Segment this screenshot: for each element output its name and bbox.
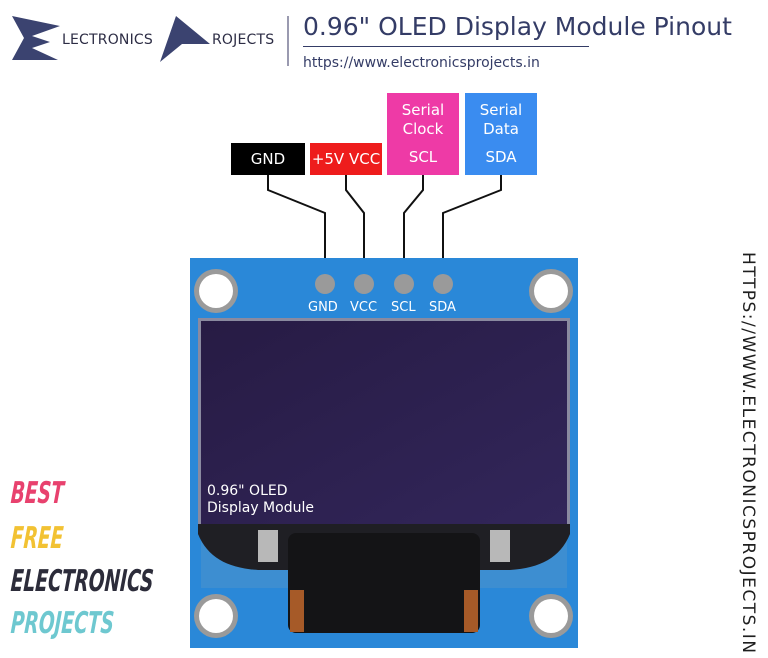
sda-label-line2: Data (483, 120, 519, 138)
scl-label-line1: Serial (401, 101, 445, 119)
logo-word-projects: ROJECTS (212, 32, 275, 48)
board-pin-label-sda: SDA (429, 300, 456, 315)
electronics-logo-e-icon (12, 16, 60, 60)
flex-contact-right (464, 590, 478, 632)
side-url-vertical: HTTPS://WWW.ELECTRONICSPROJECTS.IN (738, 252, 758, 655)
oled-board (190, 258, 578, 648)
screen-text-line1: 0.96" OLED (207, 483, 288, 499)
gnd-label-text: GND (250, 149, 286, 168)
vcc-label-box: +5V VCC (310, 143, 382, 175)
scl-leader-line (403, 175, 424, 275)
board-pin-label-gnd: GND (308, 300, 338, 315)
badge-word-electronics: ELECTRONICS (9, 564, 155, 599)
sda-leader-line (442, 175, 502, 275)
oled-screen (201, 321, 567, 527)
board-pin-label-vcc: VCC (350, 300, 378, 315)
mounting-hole-top-right (529, 269, 573, 313)
vcc-label-text: +5V VCC (311, 149, 381, 168)
sda-label-line3: SDA (485, 148, 517, 166)
pin-pad-scl (394, 274, 414, 294)
badge-word-free: FREE (9, 521, 65, 556)
gnd-leader-line (267, 175, 326, 275)
pin-pad-sda (433, 274, 453, 294)
flex-tab-right (490, 530, 510, 562)
flex-cable-tail (288, 533, 480, 633)
title-underline (303, 46, 589, 47)
sda-label-line1: Serial (479, 101, 523, 119)
vcc-leader-line (345, 175, 365, 275)
site-url: https://www.electronicsprojects.in (303, 55, 540, 71)
scl-label-box: Serial Clock SCL (387, 93, 459, 175)
pin-pad-gnd (315, 274, 335, 294)
mounting-hole-bottom-right (529, 594, 573, 638)
logo-word-electronics: LECTRONICS (62, 32, 153, 48)
board-pin-label-scl: SCL (391, 300, 416, 315)
badge-word-projects: PROJECTS (9, 606, 116, 641)
page-title: 0.96" OLED Display Module Pinout (303, 12, 732, 41)
sda-label-box: Serial Data SDA (465, 93, 537, 175)
mounting-hole-bottom-left (194, 594, 238, 638)
flex-contact-left (290, 590, 304, 632)
screen-text-line2: Display Module (207, 500, 314, 516)
flex-tab-left (258, 530, 278, 562)
mounting-hole-top-left (194, 269, 238, 313)
header-divider (287, 16, 289, 66)
pin-pad-vcc (354, 274, 374, 294)
projects-logo-p-icon (160, 16, 210, 62)
gnd-label-box: GND (231, 143, 305, 175)
scl-label-line2: Clock (402, 120, 444, 138)
badge-word-best: BEST (9, 476, 65, 511)
scl-label-line3: SCL (408, 148, 438, 166)
